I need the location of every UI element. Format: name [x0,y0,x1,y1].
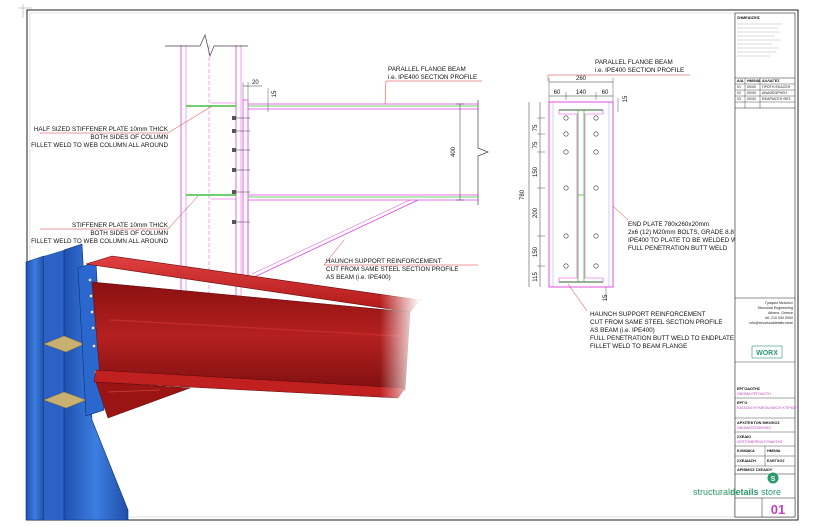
end-plate-view: 260 60 140 60 15 780 75 75 150 200 150 1… [520,59,748,350]
elev-haunch-line-3: AS BEAM (i.e. IPE400) [326,274,391,281]
tb-number-label: ΑΡΙΘΜΟΣ ΣΧΕΔΙΟΥ [737,468,773,472]
tb-rev-head-3: ΑΛΛΑΓΕΣ [762,79,780,83]
end-dim-top-1: 60 [554,90,561,96]
tb-company-3: Athens, Greece [768,311,793,315]
elev-haunch-line-1: HAUNCH SUPPORT REINFORCEMENT [326,258,442,265]
tb-company-4: tel: 210 000 0000 [765,316,793,320]
end-dim-height: 780 [520,189,526,200]
tb-logo-text: WORX [756,350,778,357]
tb-rev-2-date: 00/00 [747,91,756,95]
tb-rev-2-no: 02 [737,91,741,95]
elev-dim-top: 20 [252,80,259,86]
half-stiffener-line-3: FILLET WELD TO WEB COLUMN ALL AROUND [31,142,168,149]
end-dim-side-2: 75 [533,141,539,148]
half-stiffener-line-2: BOTH SIDES OF COLUMN [90,134,168,141]
elev-beam-section: i.e. IPE400 SECTION PROFILE [388,74,477,81]
tb-check-label: ΕΛΕΓΧΟΣ [767,459,785,463]
elev-haunch-line-2: CUT FROM SAME STEEL SECTION PROFILE [326,266,459,273]
end-plate-line-3: IPE400 TO PLATE TO BE WELDED WITH [628,237,748,244]
elev-dim-flange: 15 [272,90,278,97]
tb-rev-3-no: 03 [737,97,741,101]
stiffener-line-1: STIFFENER PLATE 10mm THICK [72,222,169,229]
end-haunch-line-5: FILLET WELD TO BEAM FLANGE [590,343,687,350]
tb-rev-head-1: Α/Α [737,79,744,83]
tb-rev-3-date: 00/00 [747,97,756,101]
tb-drawn-label: ΣΧΕΔΙΑΣΗ [737,459,756,463]
tb-field2-label: ΕΡΓΟ [737,401,747,405]
tb-notes-heading: ΣΗΜΕΙΩΣΕΙΣ [737,16,761,20]
end-dim-side-3: 150 [533,166,539,177]
title-block: ΣΗΜΕΙΩΣΕΙΣ Α/Α ΗΜ/ΝΙΑ ΑΛΛΑΓΕΣ 01 00/00 Π… [693,12,797,518]
end-haunch-line-1: HAUNCH SUPPORT REINFORCEMENT [590,311,706,318]
end-dim-side-5: 150 [533,246,539,257]
tb-rev-3-desc: ΕΦΑΡΜΟΓΗ ΘΕΣ [762,97,792,101]
tb-field3-value: ΟΝΟΜΑΤΕΠΩΝΥΜΟ [737,426,771,430]
tb-field3-label: ΑΡΧΙΤΕΚΤΟΝ ΜΗΧ/ΚΟΣ [737,421,780,425]
end-haunch-line-4: FULL PENETRATION BUTT WELD TO ENDPLATE [590,335,734,342]
tb-scale-label: ΚΛΙΜΑΚΑ [737,449,755,453]
end-dim-bottom: 15 [603,294,609,301]
end-beam-label: PARALLEL FLANGE BEAM [595,59,673,66]
half-stiffener-line-1: HALF SIZED STIFFENER PLATE 10mm THICK [34,126,169,133]
tb-field2-value: ΚΑΤΑΣΚΕΥΗ ΜΕΤΑΛΛΙΚΟΥ ΚΤΙΡΙΟΥ [737,406,797,410]
elevation-view: 400 20 15 PARALLEL FLANGE BEAM i.e. IPE4… [31,33,489,300]
stiffener-line-3: FILLET WELD TO WEB COLUMN ALL AROUND [31,238,168,245]
tb-field4-value: ΛΕΠΤΟΜΕΡΕΙΑ ΣΥΝΔΕΣΗΣ [737,440,784,444]
end-dim-top-2: 140 [576,90,587,96]
tb-rev-2-desc: ΑΝΑΘΕΩΡΗΣΗ [762,91,787,95]
tb-logo [751,345,783,359]
end-dim-width: 260 [576,76,587,82]
end-dim-side-6: 115 [533,272,539,282]
end-dim-top-3: 60 [602,90,609,96]
elev-beam-label: PARALLEL FLANGE BEAM [388,66,466,73]
brand-mark: S [771,476,776,483]
elev-depth-dim: 400 [451,146,457,157]
tb-field4-label: ΣΧΕΔΙΟ [737,435,751,439]
tb-rev-1-desc: ΠΡΩΤΗ ΕΚΔΟΣΗ [762,85,791,89]
brand-wordmark: structuraldetails store [693,487,781,497]
end-plate-line-4: FULL PENETRATION BUTT WELD [628,245,728,252]
end-plate-line-2: 2x6 (12) M20mm BOLTS, GRADE 8.8 [628,229,734,236]
end-beam-section: i.e. IPE400 SECTION PROFILE [595,67,684,74]
end-plate-line-1: END PLATE 780x260x20mm [628,221,709,228]
tb-company-2: Structural Engineering [757,306,793,310]
end-dim-flange: 15 [623,95,629,102]
end-haunch-line-3: AS BEAM (i.e. IPE400) [590,327,655,334]
end-haunch-line-2: CUT FROM SAME STEEL SECTION PROFILE [590,319,723,326]
tb-rev-head-2: ΗΜ/ΝΙΑ [747,79,761,83]
tb-rev-1-date: 00/00 [747,85,756,89]
3d-connection-render [25,243,421,521]
tb-field1-label: ΕΡΓΟΔΟΤΗΣ [737,387,761,391]
tb-company-5: info@structuraldetails.store [749,321,793,325]
tb-field1-value: ΟΝΟΜΑ ΕΡΓΟΔΟΤΗ [737,392,771,396]
stiffener-line-2: BOTH SIDES OF COLUMN [90,230,168,237]
end-dim-side-4: 200 [533,207,539,218]
tb-rev-1-no: 01 [737,85,741,89]
sheet-number: 01 [771,502,785,517]
end-dim-side-1: 75 [533,124,539,131]
tb-company-1: Γραφείο Μελετών [765,301,793,305]
brand-mark-icon [767,472,779,484]
tb-date-label: ΗΜ/ΝΙΑ [767,449,781,453]
